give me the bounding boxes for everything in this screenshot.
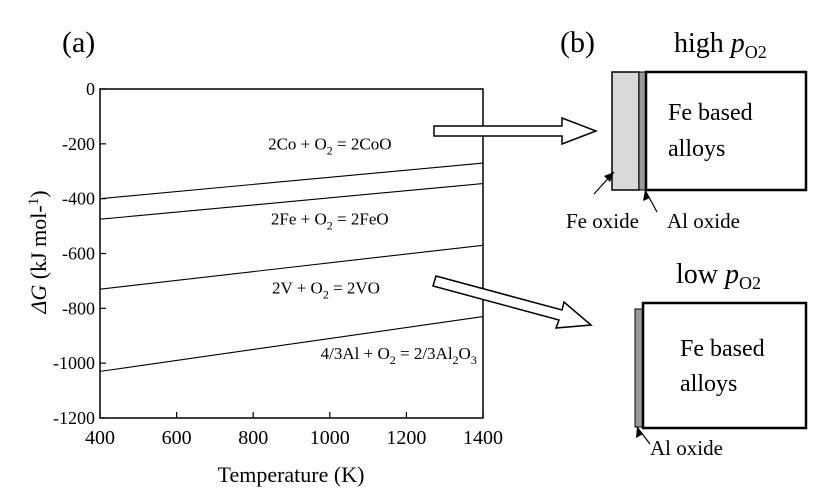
high-alloy-box <box>644 70 808 192</box>
x-tick-label: 600 <box>162 427 192 449</box>
x-tick-label: 800 <box>238 427 268 449</box>
series-labels: 2Co + O2 = 2CoO 2Fe + O2 = 2FeO 2V + O2 = … <box>268 134 477 367</box>
x-tick-label: 1200 <box>386 427 426 449</box>
al-oxide-label-high: Al oxide <box>667 209 740 233</box>
y-tick-label: 0 <box>86 79 95 99</box>
arrow-to-high <box>433 116 599 146</box>
x-axis-label: Temperature (K) <box>218 462 365 487</box>
y-tick-label: -1000 <box>53 353 95 373</box>
series-lines <box>99 162 484 372</box>
x-axis-ticks: 400 600 800 1000 1200 1400 <box>85 412 503 449</box>
y-axis-label: ΔG (kJ mol-1) <box>26 190 51 314</box>
y-tick-label: -800 <box>62 298 95 318</box>
y-tick-label: -1200 <box>53 408 95 428</box>
y-axis-label-sup: 1 <box>26 198 42 206</box>
fe-oxide-label: Fe oxide <box>566 209 639 233</box>
series-label-2: 2V + O2 = 2VO <box>272 278 380 301</box>
series-label-3: 4/3Al + O2 = 2/3Al2O3 <box>321 344 477 367</box>
y-axis-label-close: ) <box>26 190 51 197</box>
y-axis-label-units: (kJ mol- <box>26 205 51 284</box>
high-alloy-text-line1: Fe based <box>668 100 753 126</box>
al-oxide-pointer-high-head <box>643 190 650 201</box>
high-po2-sub: O2 <box>745 42 767 62</box>
y-tick-label: -400 <box>62 189 95 209</box>
high-po2-word: high <box>674 28 724 59</box>
series-line-0 <box>99 162 484 200</box>
series-label-0: 2Co + O2 = 2CoO <box>268 134 391 157</box>
al-oxide-pointer-low-head <box>636 427 643 438</box>
high-po2-title: high pO2 <box>674 28 767 62</box>
series-line-2 <box>99 244 484 290</box>
y-tick-label: -600 <box>62 244 95 264</box>
high-fe-oxide-layer <box>611 71 640 191</box>
high-po2-p: p <box>729 28 745 59</box>
fe-oxide-pointer-head <box>604 172 614 182</box>
arrow-to-low <box>432 275 593 329</box>
series-label-1: 2Fe + O2 = 2FeO <box>271 210 389 233</box>
series-line-3 <box>99 316 484 372</box>
dg-chart: 400 600 800 1000 1200 1400 0 -200 -400 -600 -800 -… <box>26 79 503 487</box>
high-alloy-text-line2: alloys <box>668 136 725 162</box>
y-axis-ticks: 0 -200 -400 -600 -800 -1000 -1200 <box>53 79 106 428</box>
low-po2-p: p <box>723 259 739 290</box>
low-alloy-box <box>641 301 808 430</box>
y-axis-label-symbol: ΔG <box>26 285 51 315</box>
y-axis-label-group: ΔG (kJ mol-1) <box>26 190 51 314</box>
al-oxide-label-low: Al oxide <box>650 436 723 460</box>
x-tick-label: 400 <box>85 427 115 449</box>
series-line-1 <box>99 183 484 220</box>
low-po2-word: low <box>676 259 719 290</box>
x-tick-label: 1000 <box>310 427 350 449</box>
panel-a-label: (a) <box>62 26 95 59</box>
low-alloy-text-line2: alloys <box>680 371 737 397</box>
low-alloy-text-line1: Fe based <box>680 336 765 362</box>
low-po2-title: low pO2 <box>676 259 761 293</box>
panel-b-label: (b) <box>560 26 595 59</box>
x-tick-label: 1400 <box>463 427 503 449</box>
y-tick-label: -200 <box>62 134 95 154</box>
low-po2-sub: O2 <box>739 273 761 293</box>
